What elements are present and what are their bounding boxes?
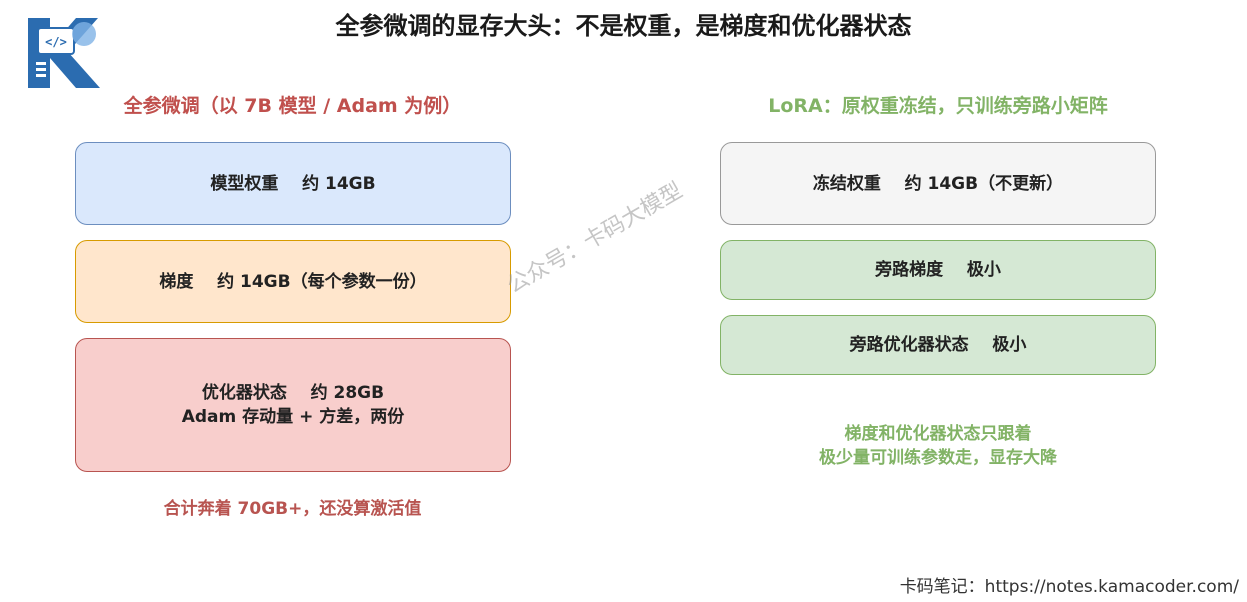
bypass-gradients-box: 旁路梯度 极小 [720, 240, 1156, 300]
note-line: 梯度和优化器状态只跟着 [844, 424, 1032, 444]
bypass-optimizer-state-box: 旁路优化器状态 极小 [720, 315, 1156, 375]
note-line: 极少量可训练参数走，显存大降 [819, 448, 1057, 468]
right-column-heading: LoRA：原权重冻结，只训练旁路小矩阵 [768, 95, 1108, 117]
frozen-weights-box: 冻结权重 约 14GB（不更新） [720, 142, 1156, 225]
left-total-note: 合计奔着 70GB+，还没算激活值 [70, 497, 515, 521]
model-weights-box: 模型权重 约 14GB [75, 142, 511, 225]
footer-link[interactable]: 卡码笔记：https://notes.kamacoder.com/ [899, 577, 1239, 597]
code-brain-logo-icon: </> [28, 18, 100, 88]
box-sublabel: Adam 存动量 + 方差，两份 [181, 407, 405, 427]
right-summary-note: 梯度和优化器状态只跟着 极少量可训练参数走，显存大降 [716, 422, 1160, 470]
box-label: 旁路优化器状态 极小 [849, 335, 1027, 355]
watermark: 公众号：卡码大模型 [503, 178, 687, 299]
box-label: 模型权重 约 14GB [210, 173, 376, 194]
box-label: 冻结权重 约 14GB（不更新） [812, 173, 1064, 194]
left-column-heading: 全参微调（以 7B 模型 / Adam 为例） [123, 95, 462, 117]
box-label: 旁路梯度 极小 [875, 260, 1001, 280]
page-title: 全参微调的显存大头：不是权重，是梯度和优化器状态 [335, 12, 912, 40]
gradients-box: 梯度 约 14GB（每个参数一份） [75, 240, 511, 323]
box-label: 优化器状态 约 28GB [201, 383, 385, 403]
box-label: 梯度 约 14GB（每个参数一份） [159, 271, 427, 292]
logo: </> [28, 18, 100, 90]
optimizer-state-box: 优化器状态 约 28GB Adam 存动量 + 方差，两份 [75, 338, 511, 472]
svg-text:</>: </> [45, 35, 67, 49]
note-text: 合计奔着 70GB+，还没算激活值 [163, 499, 422, 519]
